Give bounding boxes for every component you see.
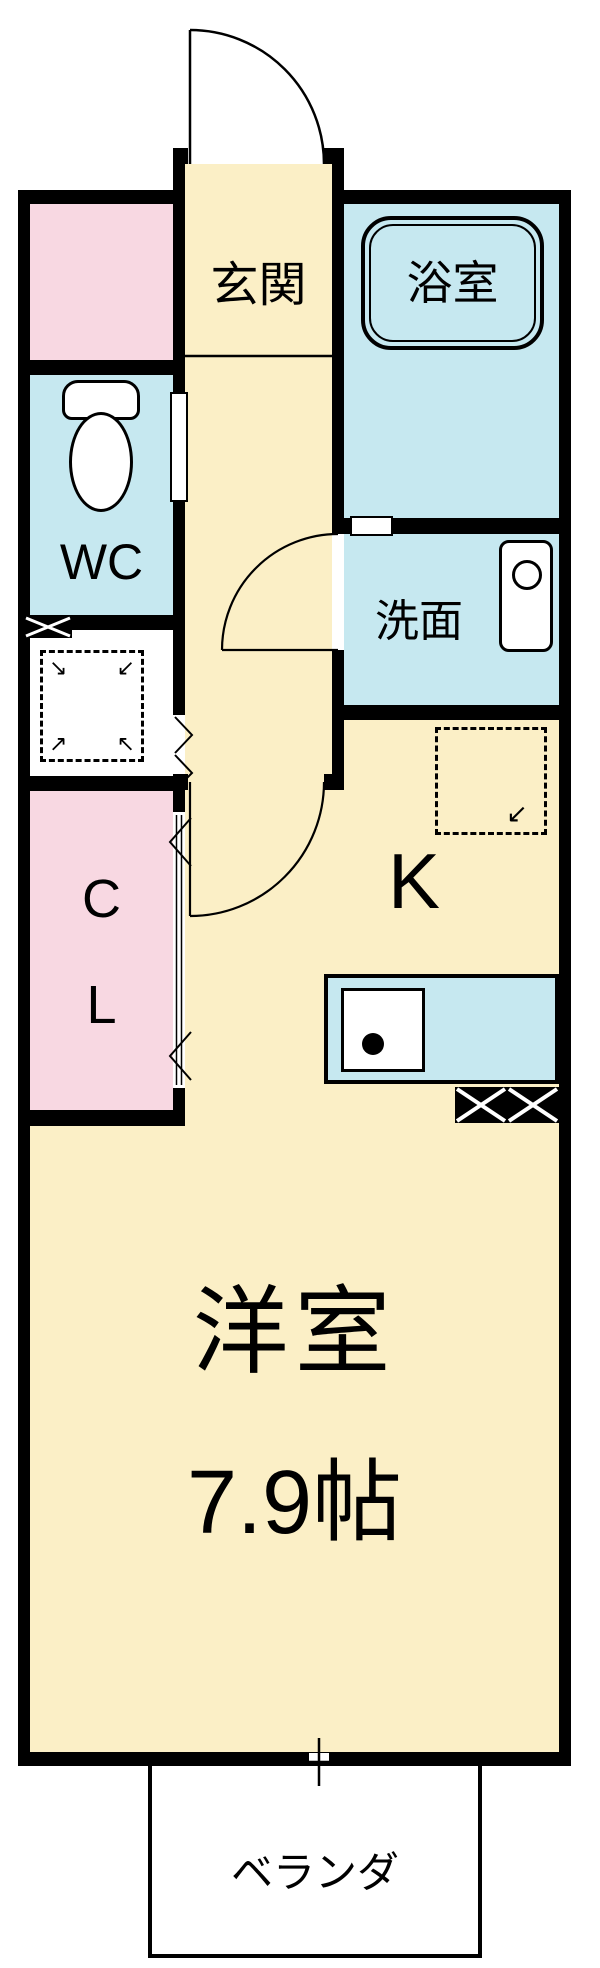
room-washer-space — [30, 630, 173, 776]
wall-bath-bottom-a — [344, 518, 350, 534]
wall-hall-left-c — [173, 790, 185, 812]
wall-closet-bottom — [18, 1110, 185, 1126]
room-main — [185, 774, 559, 1752]
wall-hall-right-b — [332, 650, 344, 790]
refrigerator-space: ↙ — [435, 727, 547, 835]
wall-hall-left-a — [173, 148, 185, 392]
wall-washroom-bottom — [344, 705, 559, 720]
wall-hall-bottom-a — [173, 774, 188, 790]
wall-hall-left-b — [173, 502, 185, 715]
wc-door — [170, 392, 188, 502]
washroom-doorway-opening — [332, 534, 344, 650]
room-closet — [30, 791, 173, 1110]
wall-top-left — [18, 190, 185, 204]
vanity-sink-unit — [499, 540, 553, 652]
bathroom-door — [350, 516, 393, 536]
kitchen-sink-drain — [362, 1033, 384, 1055]
room-entrance-porch — [30, 204, 173, 360]
room-entrance-hall — [185, 164, 332, 774]
refrigerator-arrow-icon: ↙ — [506, 798, 528, 828]
washer-arrow-bl-icon: ↗ — [49, 731, 68, 756]
washroom-label: 洗面 — [375, 597, 463, 646]
vanity-sink-bowl — [512, 560, 542, 590]
washer-arrow-tr-icon: ↙ — [116, 655, 135, 680]
balcony — [148, 1762, 482, 1958]
wall-right-outer — [559, 190, 571, 1766]
room-bathroom — [344, 204, 559, 518]
room-main-left — [30, 1126, 185, 1752]
bathtub-inner-line — [369, 224, 536, 342]
washer-arrow-br-icon: ↖ — [116, 731, 135, 756]
entrance-label: 玄関 — [210, 259, 307, 312]
wall-wc-bottom — [18, 615, 185, 630]
toilet-bowl — [69, 412, 133, 512]
bathtub — [361, 216, 544, 350]
entrance-door-arc-icon — [189, 28, 326, 165]
storage-opening — [173, 715, 185, 774]
wall-wc-top — [18, 360, 185, 375]
balcony-label: ベランダ — [230, 1849, 399, 1896]
wall-bath-bottom-b — [393, 518, 559, 534]
closet-label-line1: C — [82, 869, 121, 929]
wall-storage-bottom — [18, 776, 185, 791]
washer-arrow-tl-icon: ↘ — [49, 655, 68, 680]
wall-left-outer — [18, 190, 30, 1766]
main-room-label: 洋室 — [192, 1279, 397, 1386]
bathroom-label: 浴室 — [406, 257, 499, 309]
kitchen-range-hatch — [455, 1087, 559, 1123]
closet-label-line2: L — [86, 975, 117, 1035]
washer-space: ↘ ↙ ↗ ↖ — [40, 650, 144, 762]
wall-bath-top — [332, 190, 571, 204]
main-room-size-label: 7.9帖 — [186, 1453, 403, 1553]
wall-hall-right-a — [332, 148, 344, 534]
kitchen-label: K — [387, 837, 441, 925]
kitchen-sink — [341, 988, 425, 1072]
wc-label: WC — [59, 534, 144, 590]
closet-folding-door — [173, 812, 185, 1088]
wall-hall-bottom-b — [324, 774, 344, 790]
